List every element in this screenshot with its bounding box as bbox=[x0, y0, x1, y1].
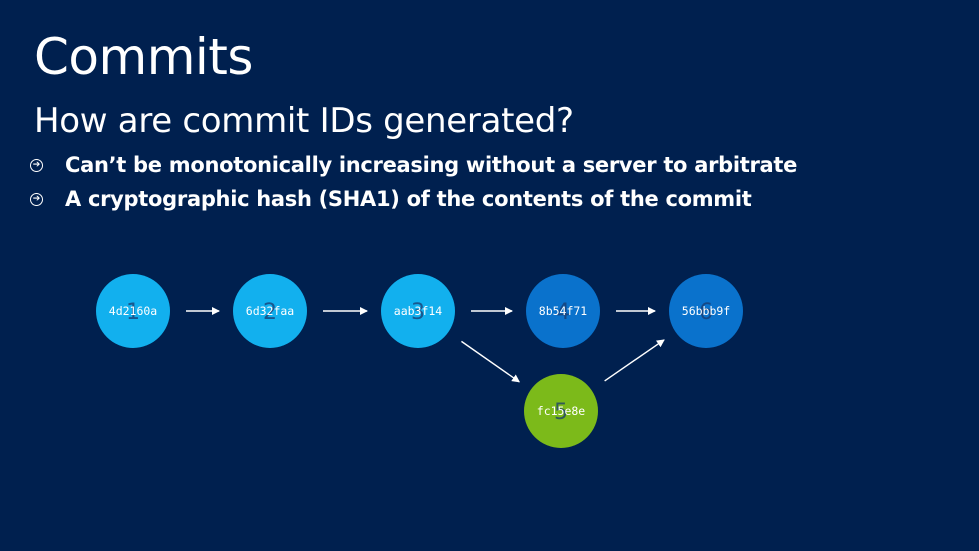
commit-hash: fc15e8e bbox=[537, 404, 586, 418]
commit-arrow bbox=[604, 339, 665, 382]
commit-edges bbox=[186, 307, 665, 383]
commit-hash: 8b54f71 bbox=[539, 304, 588, 318]
commit-number: 2 bbox=[263, 300, 277, 325]
commit-circle bbox=[381, 274, 455, 348]
commit-number: 1 bbox=[126, 300, 140, 325]
commit-circle bbox=[524, 374, 598, 448]
bullet-text: A cryptographic hash (SHA1) of the conte… bbox=[65, 187, 752, 211]
commit-hash: aab3f14 bbox=[394, 304, 443, 318]
bullet-item: ➔ A cryptographic hash (SHA1) of the con… bbox=[30, 182, 797, 216]
commit-circle bbox=[233, 274, 307, 348]
commit-hash: 4d2160a bbox=[109, 304, 157, 318]
bullet-item: ➔ Can’t be monotonically increasing with… bbox=[30, 148, 797, 182]
commit-circle bbox=[526, 274, 600, 348]
commit-circle bbox=[96, 274, 170, 348]
commit-hash: 6d32faa bbox=[246, 304, 294, 318]
slide-title: Commits bbox=[34, 28, 253, 86]
bullet-list: ➔ Can’t be monotonically increasing with… bbox=[30, 148, 797, 216]
commit-number: 6 bbox=[699, 300, 713, 325]
commit-circle bbox=[669, 274, 743, 348]
commit-number: 3 bbox=[411, 300, 425, 325]
commit-hash: 56bbb9f bbox=[682, 304, 730, 318]
commit-arrow bbox=[461, 340, 521, 383]
arrow-circle-icon: ➔ bbox=[30, 158, 43, 172]
commit-number: 4 bbox=[556, 300, 570, 325]
bullet-text: Can’t be monotonically increasing withou… bbox=[65, 153, 798, 177]
arrow-circle-icon: ➔ bbox=[30, 192, 43, 206]
slide-subtitle: How are commit IDs generated? bbox=[34, 101, 574, 141]
commit-number: 5 bbox=[554, 400, 568, 425]
